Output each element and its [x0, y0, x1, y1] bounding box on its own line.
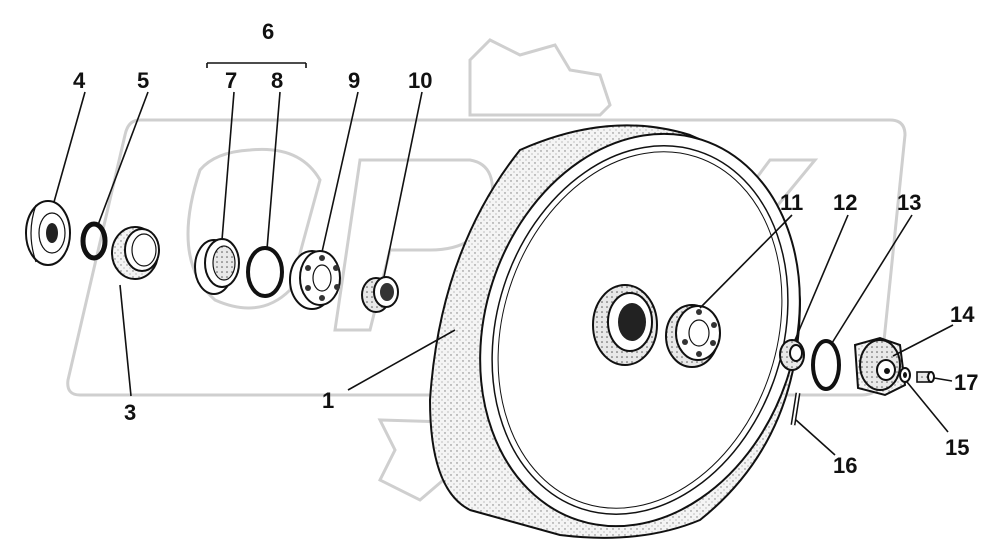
part-1-wheel	[428, 124, 802, 539]
callout-14: 14	[950, 302, 975, 327]
callout-15: 15	[945, 435, 969, 460]
callout-9: 9	[348, 68, 360, 93]
callout-5: 5	[137, 68, 149, 93]
part-10-bushing	[361, 276, 399, 313]
part-5-o-ring	[80, 221, 108, 261]
part-12-castle-nut	[779, 339, 805, 371]
callout-4: 4	[73, 68, 86, 93]
part-8-o-ring	[246, 246, 284, 298]
part-13-o-ring	[811, 339, 841, 391]
part-17-grease-fitting	[916, 371, 935, 383]
callout-6: 6	[262, 19, 274, 44]
callout-labels: 4 5 3 6 7 8 9 10 1 11 12 13 14 17 15 16	[73, 19, 978, 478]
callout-16: 16	[833, 453, 857, 478]
callout-1: 1	[322, 388, 334, 413]
part-7-bearing-seal	[194, 238, 240, 295]
part-3-seal-ring	[111, 226, 160, 280]
callout-3: 3	[124, 400, 136, 425]
callout-13: 13	[897, 190, 921, 215]
callout-12: 12	[833, 190, 857, 215]
callout-8: 8	[271, 68, 283, 93]
callout-17: 17	[954, 370, 978, 395]
part-9-ball-bearing	[289, 250, 341, 310]
part-11-hub-bearing	[665, 304, 721, 368]
callout-10: 10	[408, 68, 432, 93]
part-15-washer	[899, 367, 911, 383]
leader-lines	[53, 62, 954, 456]
part-14-hub-cap	[853, 336, 907, 397]
callout-7: 7	[225, 68, 237, 93]
callout-11: 11	[780, 190, 803, 215]
part-4-end-cap	[25, 200, 71, 266]
part-16-cotter-pin	[790, 392, 801, 426]
